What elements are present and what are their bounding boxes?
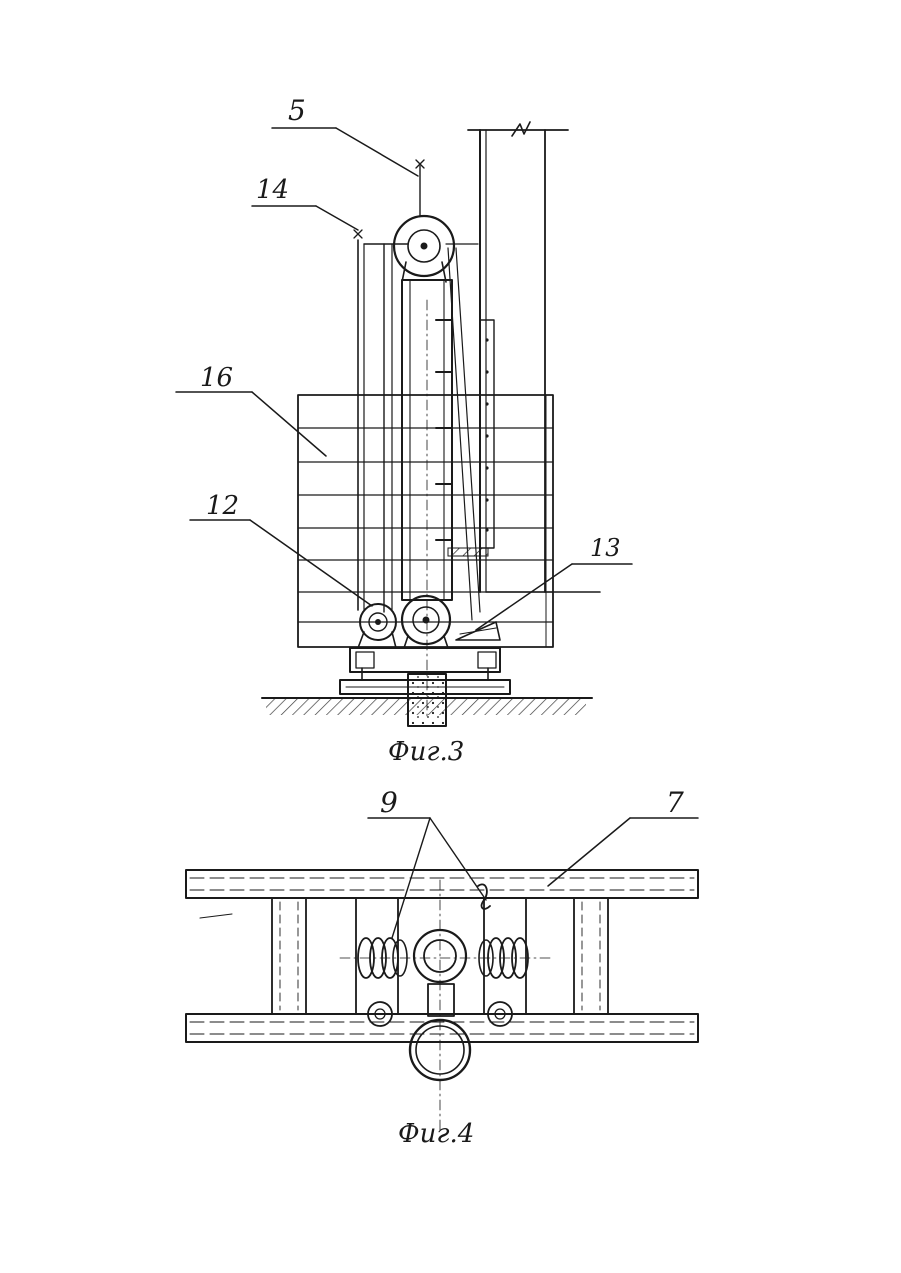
connector-block bbox=[428, 984, 454, 1016]
top-pulley bbox=[394, 160, 454, 282]
block-stack bbox=[298, 395, 553, 647]
label-12: 12 bbox=[206, 491, 239, 521]
label-7: 7 bbox=[666, 786, 684, 819]
label-13: 13 bbox=[590, 534, 621, 562]
base-frame bbox=[340, 648, 510, 694]
vertical-guide-wall bbox=[448, 122, 600, 592]
bottom-beam bbox=[186, 1014, 698, 1042]
leader-lines bbox=[176, 128, 632, 630]
label-5: 5 bbox=[288, 94, 306, 127]
mast-column bbox=[402, 280, 452, 720]
cables bbox=[358, 240, 480, 620]
label-9: 9 bbox=[380, 786, 398, 819]
bottom-roller-small bbox=[358, 604, 396, 648]
label-14: 14 bbox=[256, 175, 289, 205]
top-beam bbox=[186, 870, 698, 898]
figure-4: 9 7 Фиг.4 bbox=[186, 786, 698, 1149]
central-ring bbox=[414, 880, 466, 1130]
wedge-block bbox=[456, 622, 500, 640]
label-16: 16 bbox=[200, 363, 233, 393]
figure-3: 5 14 16 12 13 Фиг.3 bbox=[176, 94, 632, 767]
figure-4-caption: Фиг.4 bbox=[398, 1119, 474, 1149]
figure-3-caption: Фиг.3 bbox=[388, 737, 464, 767]
